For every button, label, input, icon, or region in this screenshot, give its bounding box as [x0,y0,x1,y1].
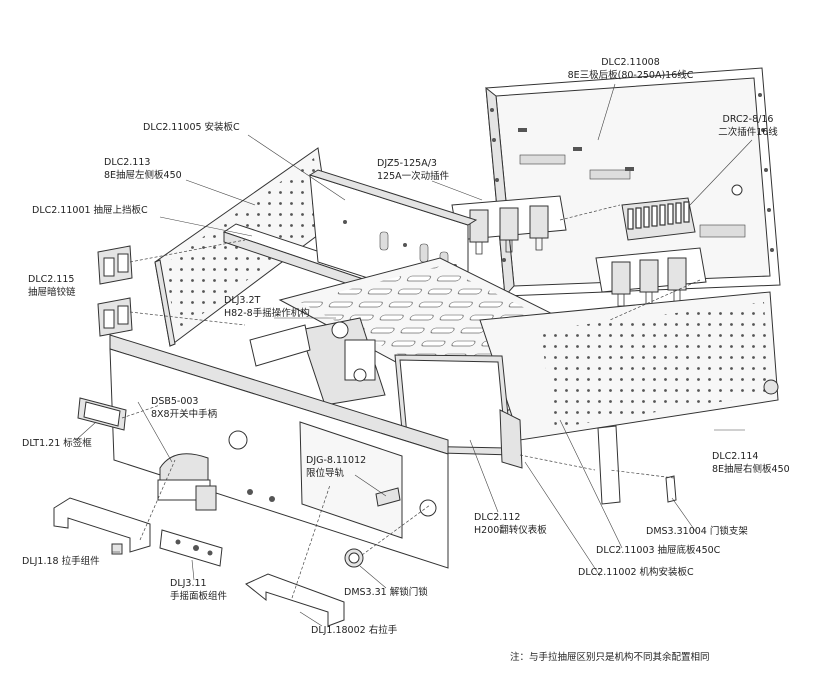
primary-plug-lower [595,247,707,307]
right-side-plate [479,291,779,505]
switch-handle-name: 8X8开关中手柄 [151,409,218,420]
secondary-plug-code: DRC2-8/16 [722,114,774,125]
crank-panel [159,529,223,567]
meter-board-code: DLC2.112 [474,512,521,523]
meter-board-name: H200翻转仪表板 [474,525,547,536]
hinge-lower [97,297,133,337]
left-pull-handle [53,497,151,555]
door-bracket [665,475,677,503]
primary-plug-upper [451,195,567,255]
guide-rail [375,487,401,507]
hinge-name: 抽屉暗铰链 [28,287,76,298]
footnote: 注：与手拉抽屉区别只是机构不同其余配置相同 [510,652,710,663]
switch-handle [157,453,217,511]
leader-lines [75,83,753,627]
label-frame-label: DLT1.21 标签框 [22,438,92,449]
right-side-name: 8E抽屉右侧板450 [712,464,790,475]
right-pull-handle [245,573,345,627]
rear-panel-name: 8E三极后板(80-250A)16线C [567,70,694,81]
crank-mechanism [249,317,386,406]
label-frame [77,397,127,431]
door-bracket-label: DMS3.31004 门锁支架 [646,526,748,537]
hinge-code: DLC2.115 [28,274,75,285]
switch-handle-code: DSB5-003 [151,396,199,407]
right-pull-label: DLJ1.18002 右拉手 [311,625,398,636]
secondary-plug-name: 二次插件16线 [718,127,778,138]
primary-plug-name: 125A一次动插件 [377,171,450,182]
left-pull-label: DLJ1.18 拉手组件 [22,556,100,567]
unlock-lock-label: DMS3.31 解锁门锁 [344,587,428,598]
assembly-lines [121,204,701,599]
secondary-plug [621,197,696,241]
guide-rail-code: DJG-8.11012 [306,455,367,466]
left-side-name: 8E抽屉左侧板450 [104,170,182,181]
guide-rail-name: 限位导轨 [306,468,345,479]
crank-panel-name: 手摇面板组件 [170,591,228,602]
mounting-plate-label: DLC2.11005 安装板C [143,122,240,133]
right-side-code: DLC2.114 [712,451,759,462]
mech-plate-label: DLC2.11002 机构安装板C [578,567,694,578]
crank-panel-code: DLJ3.11 [170,578,207,589]
top-baffle-label: DLC2.11001 抽屉上挡板C [32,205,148,216]
crank-code: DLJ3.2T [224,295,261,306]
bottom-plate-label: DLC2.11003 抽屉底板450C [596,545,721,556]
door-lock [344,548,364,568]
hinge-upper [97,245,133,285]
left-side-code: DLC2.113 [104,157,151,168]
meter-board [394,354,523,469]
rear-panel-code: DLC2.11008 [601,57,660,68]
crank-name: H82-8手摇操作机构 [224,308,310,319]
primary-plug-code: DJZ5-125A/3 [377,158,437,169]
